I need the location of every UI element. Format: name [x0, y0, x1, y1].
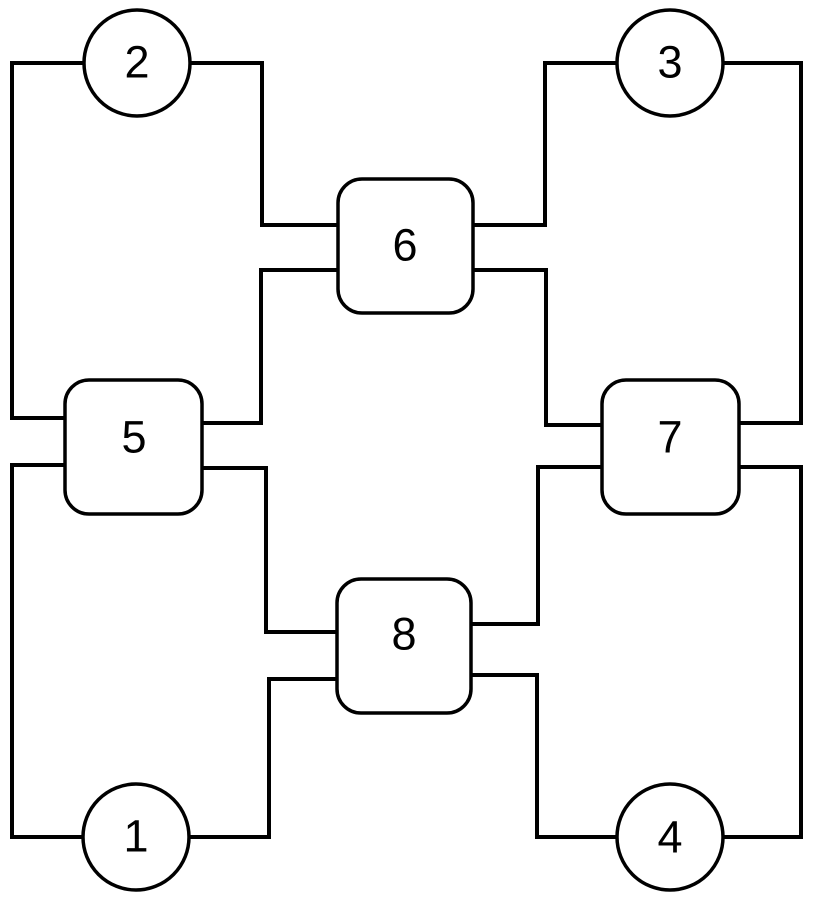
- edge-3-6: [473, 61, 617, 227]
- node-1: 1: [81, 782, 191, 892]
- node-6-label: 6: [392, 220, 417, 271]
- edge-5-6: [202, 268, 338, 425]
- rounded-square-node-shape: [336, 177, 475, 315]
- node-4-label: 4: [657, 812, 682, 863]
- node-4: 4: [615, 782, 725, 892]
- edge-4-7: [723, 465, 803, 839]
- edge-5-8: [202, 466, 337, 634]
- edge-7-8: [471, 465, 602, 626]
- edge-2-5: [10, 61, 84, 420]
- node-3: 3: [615, 8, 725, 118]
- edge-4-8: [471, 673, 617, 839]
- node-8-label: 8: [391, 609, 416, 660]
- rounded-square-node-shape: [335, 577, 473, 715]
- rounded-square-node-shape: [63, 378, 204, 516]
- edge-6-7: [473, 268, 602, 427]
- edge-1-5: [10, 463, 83, 839]
- node-5-label: 5: [121, 412, 146, 463]
- node-7: 7: [600, 378, 741, 516]
- rounded-square-node-shape: [600, 378, 741, 516]
- edge-3-7: [723, 61, 803, 425]
- node-7-label: 7: [657, 412, 682, 463]
- circle-node-shape: [81, 782, 191, 892]
- circle-node-shape: [82, 8, 192, 118]
- edge-2-6: [190, 61, 338, 227]
- node-8: 8: [335, 577, 473, 715]
- node-2: 2: [82, 8, 192, 118]
- node-6: 6: [336, 177, 475, 315]
- node-2-label: 2: [124, 37, 149, 88]
- node-5: 5: [63, 378, 204, 516]
- circle-node-shape: [615, 8, 725, 118]
- circle-node-shape: [615, 782, 725, 892]
- node-3-label: 3: [657, 37, 682, 88]
- edge-1-8: [189, 677, 337, 839]
- node-1-label: 1: [123, 811, 148, 862]
